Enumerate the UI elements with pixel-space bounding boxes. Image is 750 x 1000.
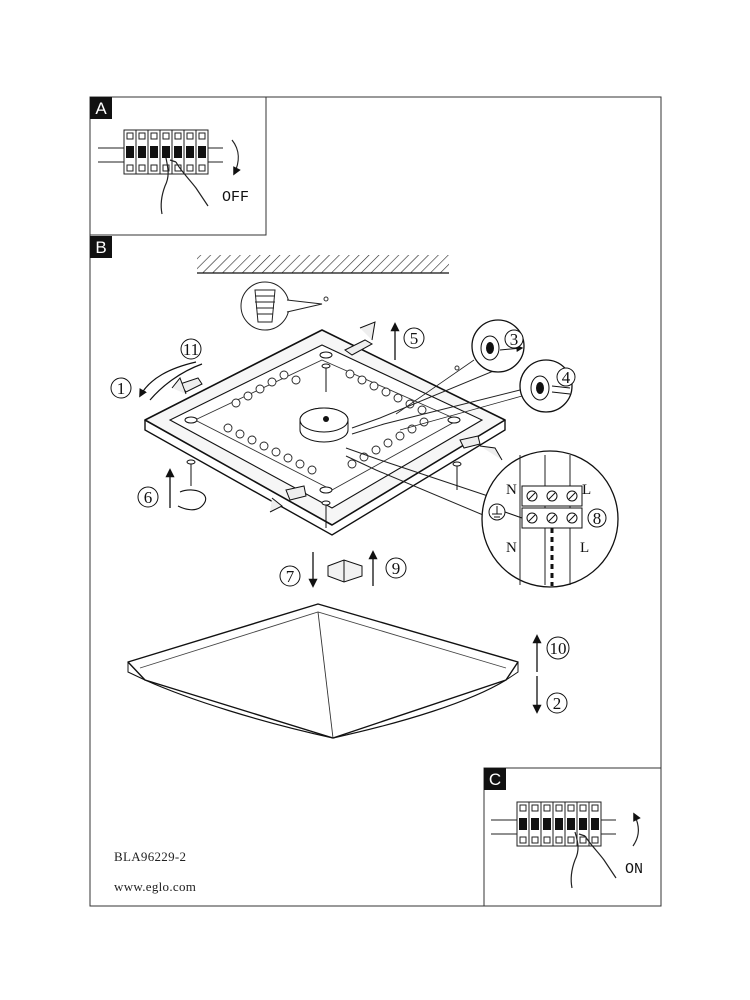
ceiling-hole-2 — [454, 365, 460, 371]
step-3-badge — [504, 329, 524, 349]
terminal-block-callout — [481, 450, 619, 588]
terminal-n-bottom-label: N — [506, 540, 517, 556]
step-11-arrow-icon — [149, 363, 203, 401]
step-1-badge — [110, 377, 132, 399]
breaker-panel-icon — [98, 129, 223, 175]
on-label: ON — [625, 861, 643, 878]
terminal-l-bottom-label: L — [580, 540, 589, 556]
screw-icons — [184, 351, 462, 528]
step-6-rotate-icon — [177, 489, 207, 511]
diffuser-shade — [127, 603, 519, 739]
wall-plug-icon — [254, 289, 276, 323]
panel-c-border — [483, 767, 662, 907]
grommet-callout-4 — [399, 359, 573, 431]
panel-c: C — [483, 767, 662, 907]
panel-b-letter-box — [90, 236, 112, 258]
step-4-badge — [556, 367, 576, 387]
ceiling-hatch — [197, 255, 449, 273]
step-3-label: 3 — [510, 330, 519, 349]
callout-pointer — [286, 299, 323, 313]
outer-frame — [89, 96, 662, 907]
step-8-label: 8 — [593, 509, 602, 528]
panel-a: A — [89, 96, 267, 236]
step-5-label: 5 — [410, 329, 419, 348]
led-strip-bottom-left — [223, 423, 317, 475]
step-11-label: 11 — [183, 340, 199, 359]
center-driver — [299, 407, 349, 443]
step-8-badge — [587, 508, 607, 528]
breaker-panel-icon — [491, 801, 616, 847]
step-7-label: 7 — [286, 567, 295, 586]
step-2-label: 2 — [553, 694, 562, 713]
step-9-label: 9 — [392, 559, 401, 578]
terminal-n-top-label: N — [506, 482, 517, 498]
step-6-badge — [137, 486, 159, 508]
panel-b: B — [90, 236, 619, 739]
switch-off-arrow-icon — [231, 139, 241, 176]
hand-icon — [160, 157, 209, 215]
panel-a-border — [89, 96, 267, 236]
step-11-badge — [180, 338, 202, 360]
website-link[interactable]: www.eglo.com — [114, 879, 197, 894]
step-10-badge — [546, 636, 570, 660]
step-5-badge — [403, 327, 425, 349]
step-10-label: 10 — [550, 639, 567, 658]
step-9-badge — [385, 557, 407, 579]
step-1-label: 1 — [117, 379, 126, 398]
switch-on-arrow-icon — [632, 812, 641, 847]
panel-a-letter-box — [90, 97, 112, 119]
panel-c-letter-box — [484, 768, 506, 790]
step-2-badge — [546, 692, 568, 714]
step-4-label: 4 — [562, 368, 571, 387]
wall-plug-callout — [240, 281, 290, 331]
supply-wires — [345, 359, 541, 521]
panel-c-letter: C — [489, 770, 501, 789]
ceiling-hole-1 — [323, 296, 329, 302]
step-1-arrow-icon — [139, 361, 197, 398]
clip-icons — [171, 321, 503, 513]
off-label: OFF — [222, 189, 249, 206]
step-6-label: 6 — [144, 488, 153, 507]
hand-icon — [570, 831, 617, 889]
terminal-l-top-label: L — [582, 482, 591, 498]
document-code: BLA96229-2 — [114, 849, 187, 864]
fixing-clip-icon — [327, 559, 363, 583]
led-strip-top-left — [231, 370, 301, 408]
panel-a-letter: A — [95, 99, 107, 118]
step-7-badge — [279, 565, 301, 587]
panel-b-letter: B — [95, 238, 106, 257]
